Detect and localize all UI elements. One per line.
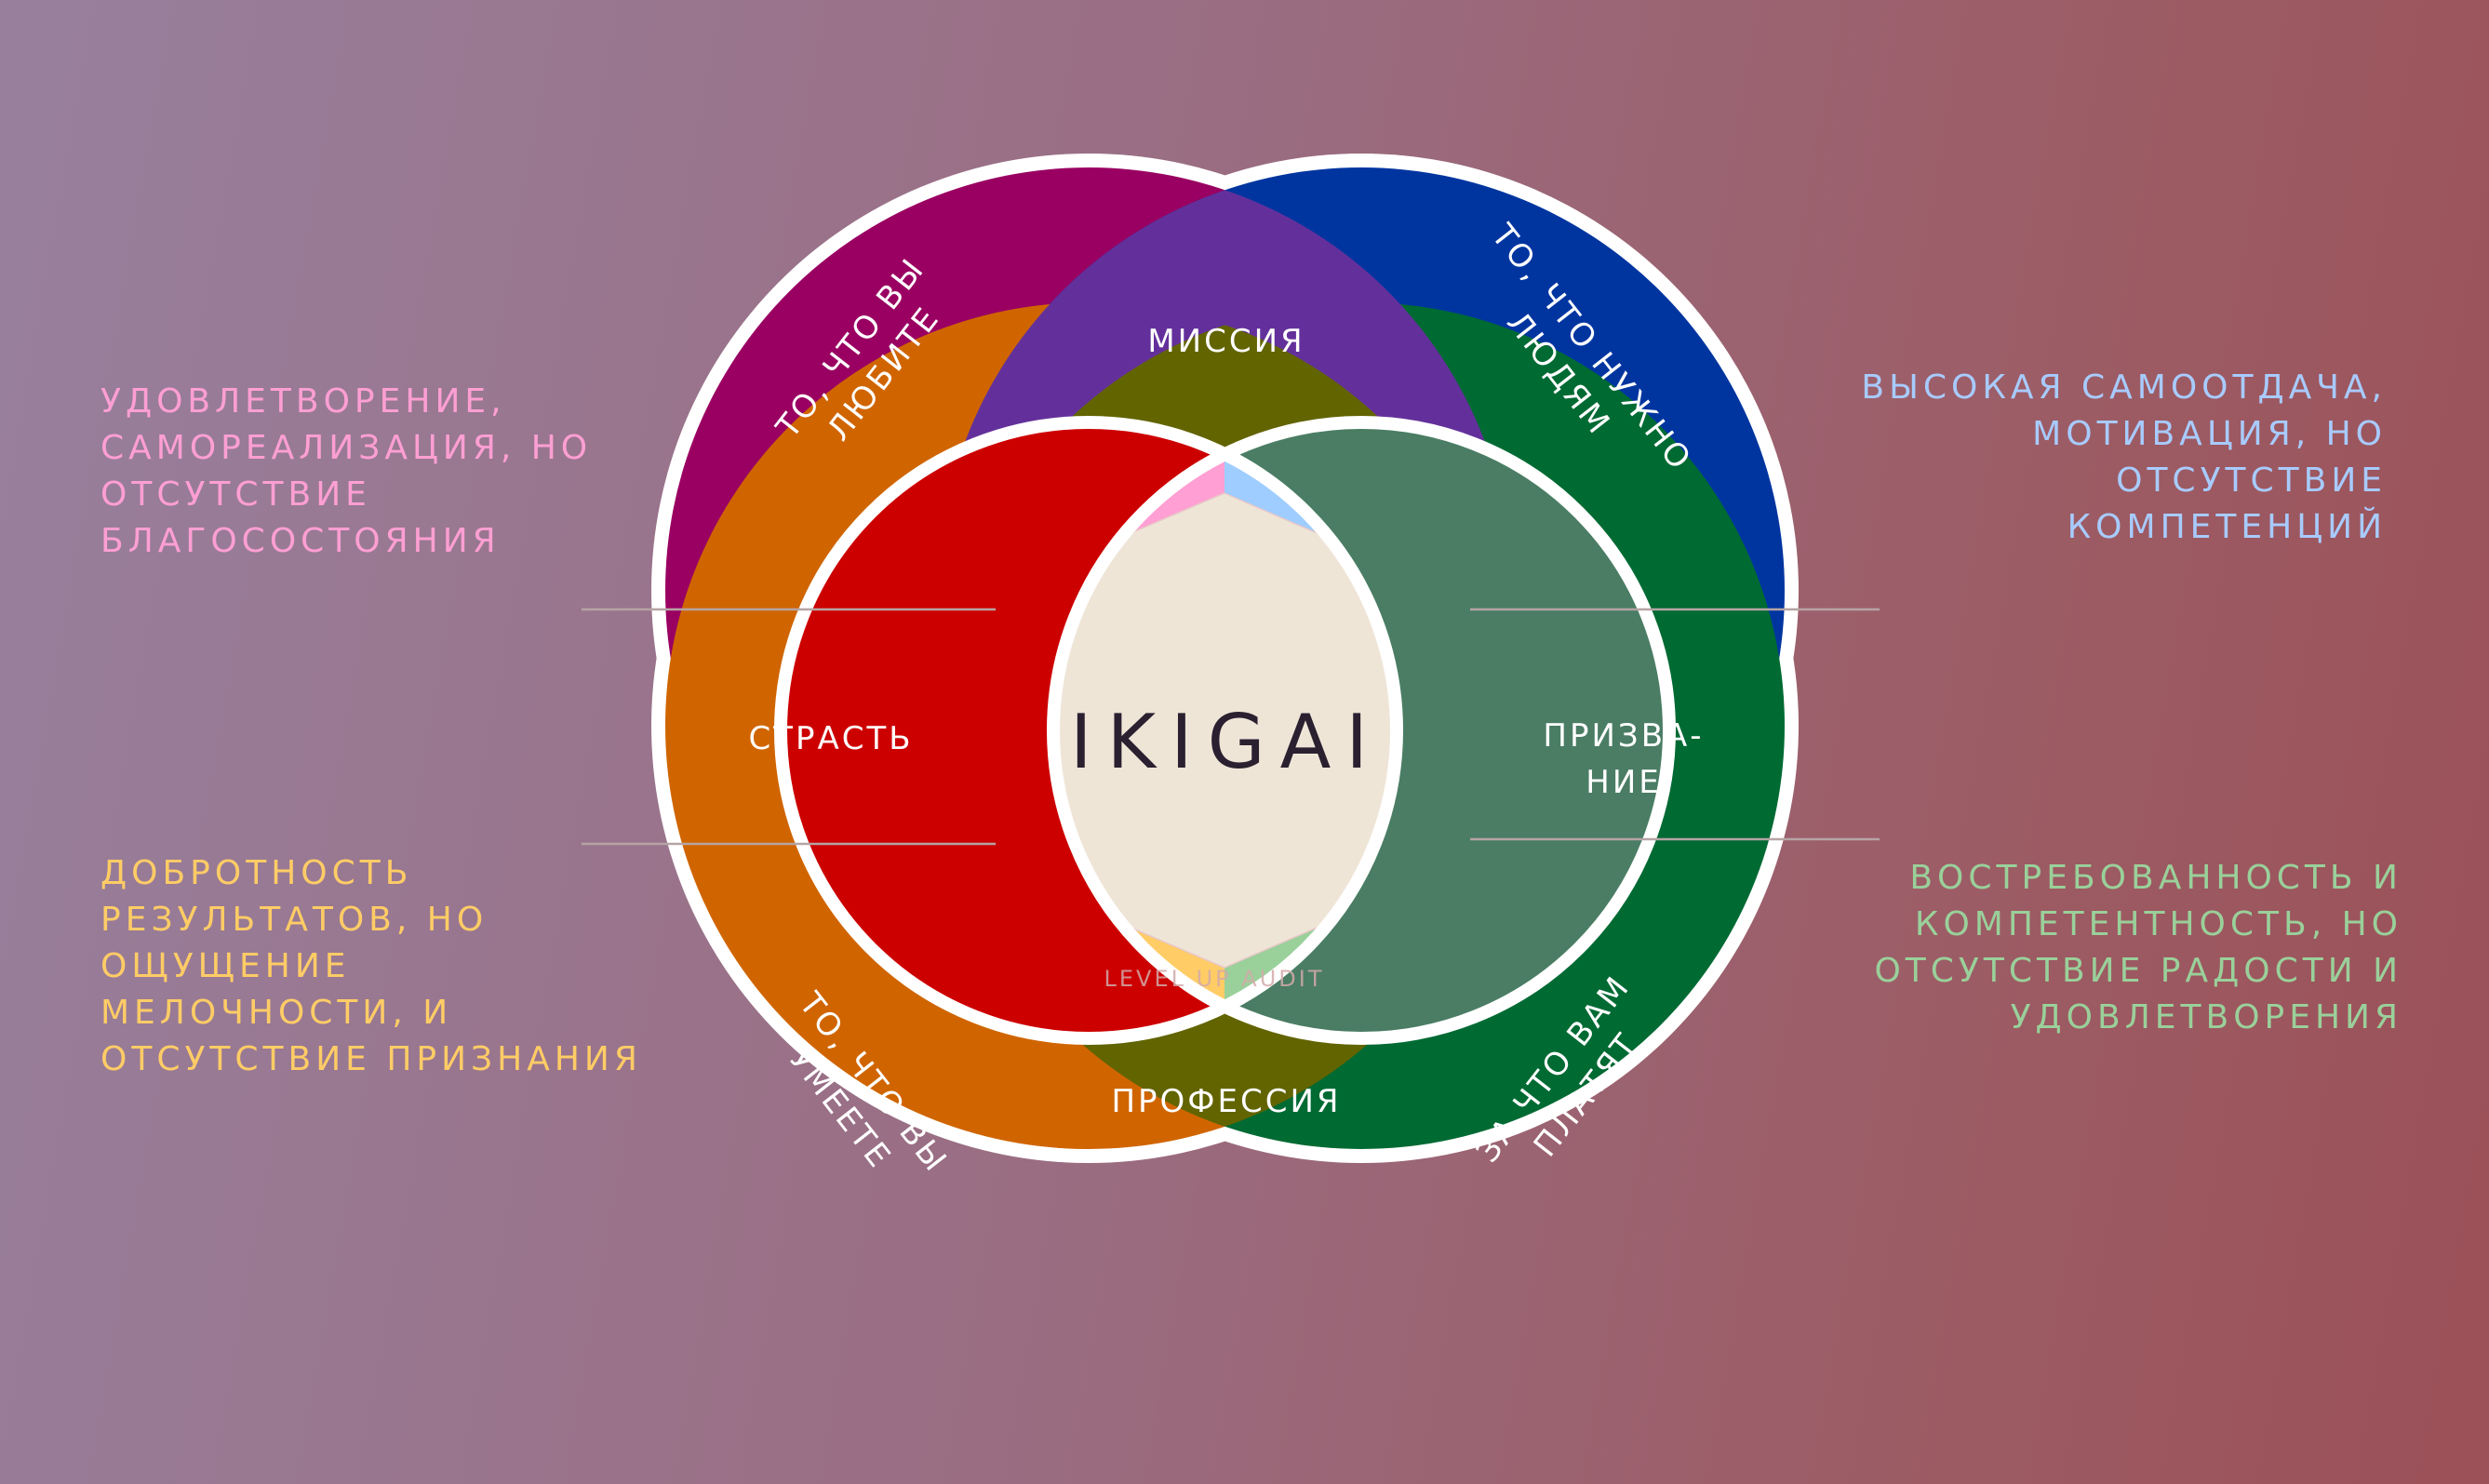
note-top-right-line: КОМПЕТЕНЦИЙ: [2067, 507, 2387, 546]
watermark: LEVEL UP AUDIT: [1104, 966, 1325, 992]
note-bottom-left: ДОБРОТНОСТЬ РЕЗУЛЬТАТОВ, НО ОЩУЩЕНИЕ МЕЛ…: [100, 854, 642, 1078]
note-top-right: ВЫСОКАЯ САМООТДАЧА, МОТИВАЦИЯ, НО ОТСУТС…: [1861, 368, 2387, 546]
note-bottom-right-line: ОТСУТСТВИЕ РАДОСТИ И: [1874, 952, 2402, 990]
ring-right: [1047, 416, 1676, 1045]
note-bottom-left-line: ДОБРОТНОСТЬ: [100, 854, 412, 892]
note-top-right-line: ОТСУТСТВИЕ: [2116, 461, 2387, 500]
note-bottom-left-line: ОЩУЩЕНИЕ: [100, 947, 351, 985]
note-top-left-line: БЛАГОСОСТОЯНИЯ: [100, 522, 501, 560]
label-mission: МИССИЯ: [1147, 323, 1305, 360]
note-bottom-right-line: ВОСТРЕБОВАННОСТЬ И: [1909, 859, 2402, 897]
note-top-left-line: УДОВЛЕТВОРЕНИЕ,: [100, 382, 506, 421]
ring-left: [774, 416, 1403, 1045]
note-bottom-left-line: РЕЗУЛЬТАТОВ, НО: [100, 901, 488, 939]
label-vocation-1: ПРИЗВА-: [1543, 717, 1704, 755]
note-top-right-line: ВЫСОКАЯ САМООТДАЧА,: [1861, 368, 2387, 407]
label-vocation-2: НИЕ: [1586, 764, 1661, 801]
note-top-left: УДОВЛЕТВОРЕНИЕ, САМОРЕАЛИЗАЦИЯ, НО ОТСУТ…: [100, 382, 592, 560]
ikigai-title: IKIGAI: [1070, 699, 1383, 785]
label-passion: СТРАСТЬ: [748, 720, 913, 757]
note-bottom-left-line: МЕЛОЧНОСТИ, И: [100, 994, 452, 1032]
note-top-right-line: МОТИВАЦИЯ, НО: [2032, 415, 2387, 453]
note-bottom-left-line: ОТСУТСТВИЕ ПРИЗНАНИЯ: [100, 1040, 642, 1078]
note-bottom-right: ВОСТРЕБОВАННОСТЬ И КОМПЕТЕНТНОСТЬ, НО ОТ…: [1874, 859, 2402, 1036]
note-top-left-line: ОТСУТСТВИЕ: [100, 475, 371, 514]
note-top-left-line: САМОРЕАЛИЗАЦИЯ, НО: [100, 429, 592, 467]
zone-ikigai-center: [1059, 492, 1391, 969]
note-bottom-right-line: УДОВЛЕТВОРЕНИЯ: [2011, 998, 2402, 1036]
note-bottom-right-line: КОМПЕТЕНТНОСТЬ, НО: [1915, 905, 2402, 943]
connector-lines: [582, 608, 1880, 846]
label-profession: ПРОФЕССИЯ: [1111, 1083, 1341, 1120]
